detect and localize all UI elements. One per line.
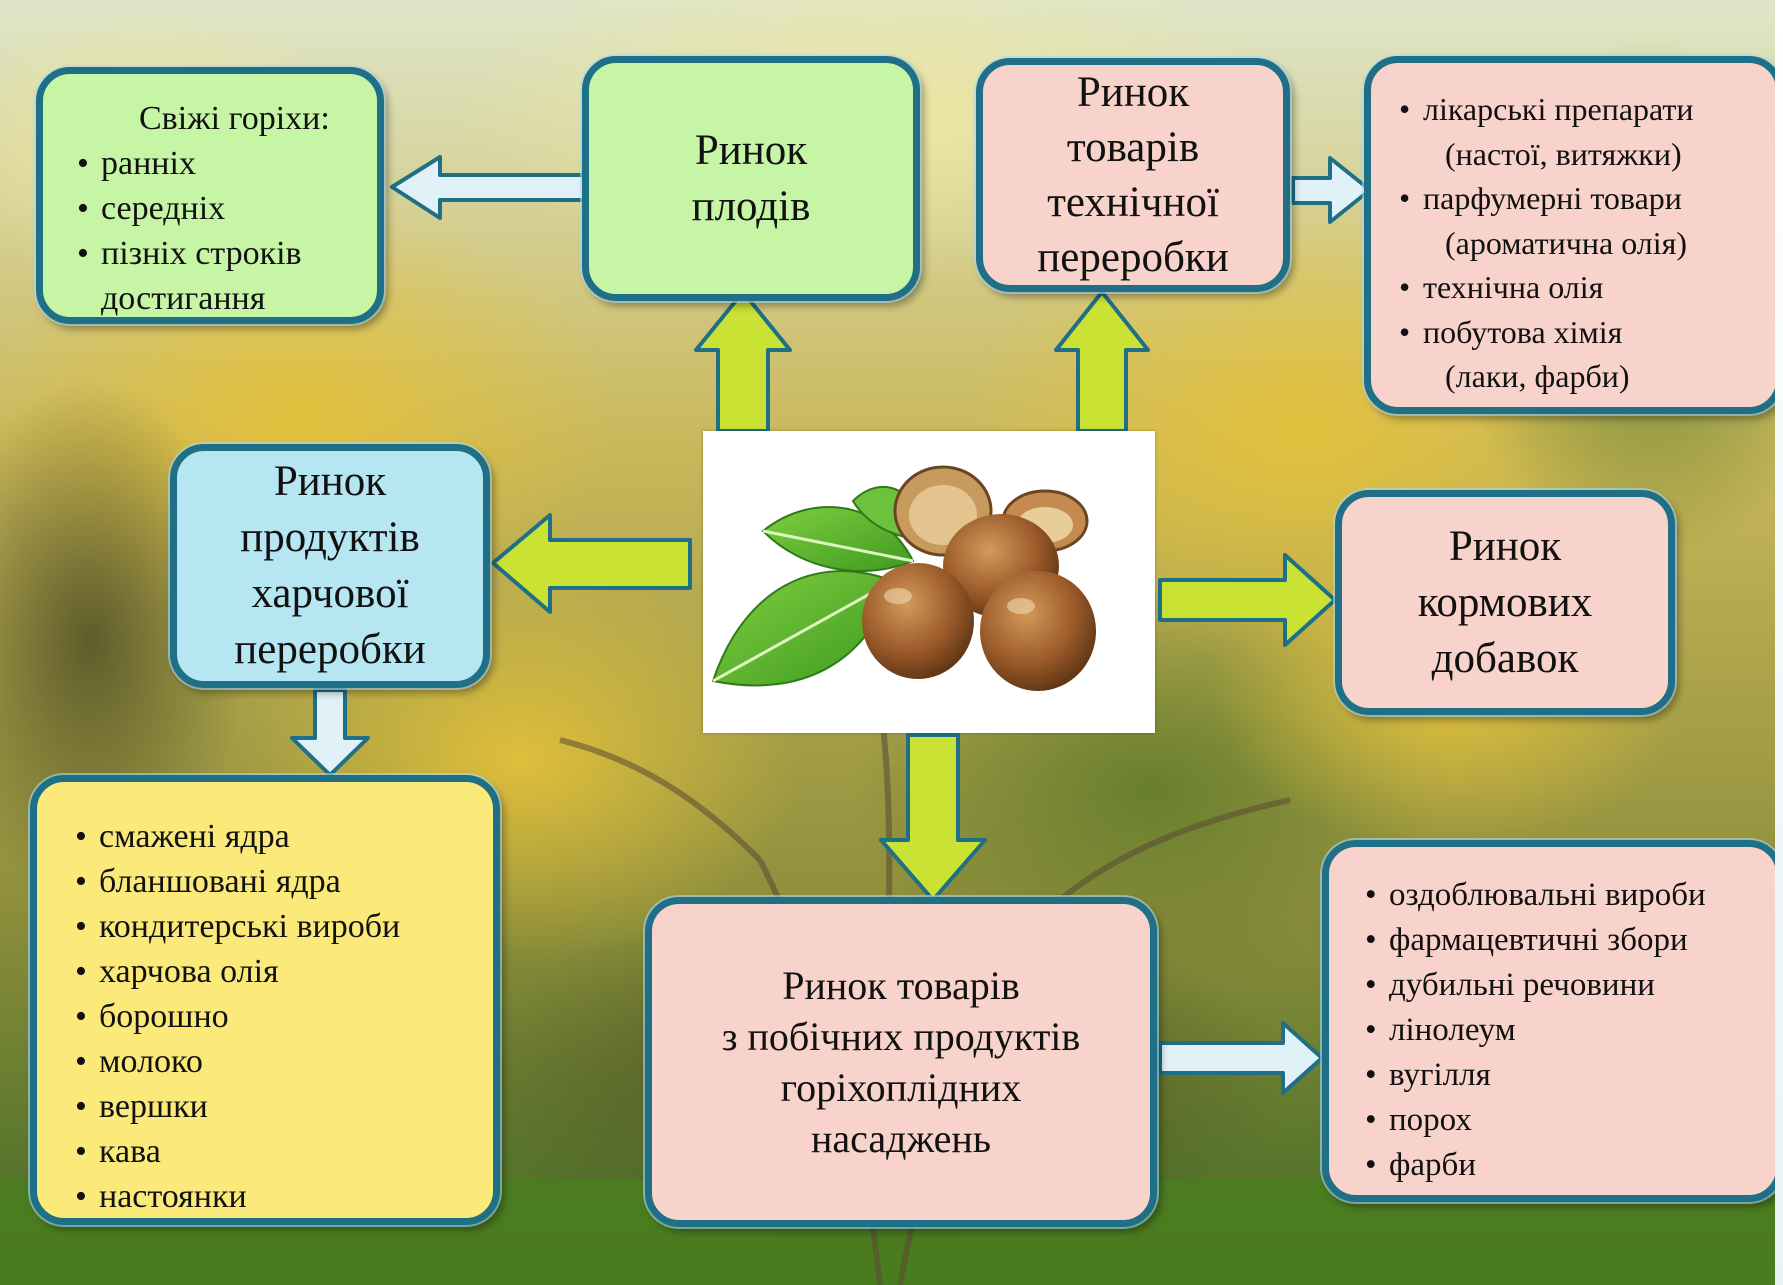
food-market-title-line: продуктів: [240, 514, 420, 561]
list-item: дубильні речовини: [1365, 963, 1772, 1008]
right-edge-strip: [1775, 0, 1783, 1285]
list-item-sub: (настої, витяжки): [1445, 135, 1682, 172]
feed-market-box: Ринок кормових добавок: [1335, 490, 1675, 715]
food-market-title-line: харчової: [251, 570, 409, 617]
list-item: пізніх строків: [77, 231, 367, 276]
hazelnuts-image: [703, 431, 1155, 733]
list-item: парфумерні товари (ароматична олія): [1399, 176, 1772, 265]
technical-products-list: лікарські препарати (настої, витяжки) пар…: [1399, 87, 1772, 399]
list-item: лінолеум: [1365, 1008, 1772, 1053]
arrow-right-byproducts-items: [1158, 1021, 1324, 1095]
list-item: вугілля: [1365, 1053, 1772, 1098]
list-item: порох: [1365, 1098, 1772, 1143]
arrow-right-technical-products: [1291, 156, 1372, 224]
technical-market-title-line: переробки: [1037, 234, 1229, 281]
technical-market-box: Ринок товарів технічної переробки: [976, 58, 1290, 292]
list-item: лікарські препарати (настої, витяжки): [1399, 87, 1772, 176]
fresh-nuts-heading: Свіжі горіхи:: [139, 100, 330, 137]
list-item: борошно: [75, 994, 485, 1039]
technical-products-box: лікарські препарати (настої, витяжки) пар…: [1364, 56, 1783, 414]
list-item-text: побутова хімія: [1423, 313, 1623, 350]
technical-market-title-line: технічної: [1047, 179, 1219, 226]
fresh-nuts-list: ранніх середніх пізніх строків: [77, 141, 367, 276]
food-market-title-line: переробки: [234, 626, 426, 673]
arrow-down-byproducts-market: [879, 733, 987, 902]
list-item-sub: (ароматична олія): [1445, 224, 1687, 261]
list-item: кава: [75, 1129, 485, 1174]
byproducts-market-title-line: горіхоплідних: [780, 1065, 1022, 1110]
byproducts-market-box: Ринок товарів з побічних продуктів горіх…: [645, 897, 1157, 1227]
fresh-nuts-box: Свіжі горіхи: ранніх середніх пізніх стр…: [36, 67, 384, 324]
fruit-market-box: Ринок плодів: [582, 56, 920, 301]
technical-market-title-line: товарів: [1066, 124, 1200, 171]
arrow-right-feed-market: [1158, 553, 1337, 647]
fresh-nuts-continuation: достигання: [101, 280, 266, 317]
food-market-box: Ринок продуктів харчової переробки: [170, 444, 490, 688]
food-products-box: смажені ядра бланшовані ядра кондитерськ…: [30, 775, 500, 1225]
list-item-text: лікарські препарати: [1423, 91, 1694, 127]
byproducts-items-box: оздоблювальні вироби фармацевтичні збори…: [1322, 840, 1783, 1202]
list-item: вершки: [75, 1084, 485, 1129]
feed-market-title-line: Ринок: [1448, 522, 1562, 570]
byproducts-items-list: оздоблювальні вироби фармацевтичні збори…: [1365, 873, 1772, 1188]
arrow-up-technical-market: [1054, 290, 1150, 433]
list-item: середніх: [77, 186, 367, 231]
hazelnuts-illustration: [711, 465, 1096, 691]
list-item: оздоблювальні вироби: [1365, 873, 1772, 918]
food-products-list: смажені ядра бланшовані ядра кондитерськ…: [75, 814, 485, 1219]
feed-market-title-line: кормових: [1417, 578, 1593, 626]
list-item: побутова хімія (лаки, фарби): [1399, 310, 1772, 399]
list-item: молоко: [75, 1039, 485, 1084]
list-item-text: технічна олія: [1423, 269, 1604, 305]
list-item-sub: (лаки, фарби): [1445, 358, 1630, 394]
arrow-up-fruit-market: [694, 290, 792, 433]
feed-market-title-line: добавок: [1431, 634, 1579, 682]
list-item: бланшовані ядра: [75, 859, 485, 904]
arrow-left-fresh-nuts: [390, 155, 590, 220]
arrow-left-food-market: [491, 513, 692, 614]
list-item: харчова олія: [75, 949, 485, 994]
technical-market-title-line: Ринок: [1076, 69, 1190, 116]
fruit-market-title-line: Ринок: [694, 126, 808, 174]
arrow-down-food-products: [290, 688, 370, 777]
list-item: фармацевтичні збори: [1365, 918, 1772, 963]
list-item: смажені ядра: [75, 814, 485, 859]
list-item: ранніх: [77, 141, 367, 186]
list-item: технічна олія: [1399, 265, 1772, 310]
list-item: настоянки: [75, 1174, 485, 1219]
fruit-market-title-line: плодів: [691, 182, 811, 230]
byproducts-market-title-line: з побічних продуктів: [721, 1014, 1081, 1059]
list-item: фарби: [1365, 1143, 1772, 1188]
list-item: кондитерські вироби: [75, 904, 485, 949]
list-item-text: парфумерні товари: [1423, 180, 1682, 216]
food-market-title-line: Ринок: [273, 458, 387, 505]
byproducts-market-title-line: насаджень: [810, 1116, 992, 1161]
byproducts-market-title-line: Ринок товарів: [782, 963, 1020, 1008]
